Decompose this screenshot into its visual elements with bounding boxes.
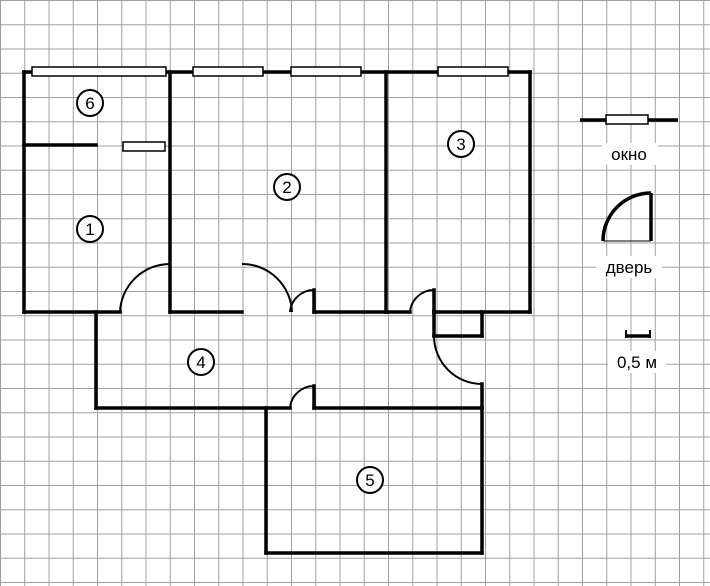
door-room-3 bbox=[409, 288, 435, 313]
window bbox=[437, 66, 509, 77]
legend-backgrounds bbox=[596, 143, 666, 373]
room-number: 2 bbox=[282, 178, 291, 197]
legend-window bbox=[580, 114, 678, 125]
legend-window-label: окно bbox=[611, 145, 647, 164]
windows bbox=[31, 66, 509, 152]
legend-scale-label: 0,5 м bbox=[617, 353, 657, 372]
legend-door-arc bbox=[601, 191, 652, 242]
door-room-1 bbox=[119, 262, 171, 313]
room-marker-1: 1 bbox=[76, 215, 104, 243]
window bbox=[31, 66, 167, 77]
door-niche bbox=[433, 335, 483, 385]
door-room-2 bbox=[241, 262, 293, 313]
room-number: 4 bbox=[196, 353, 205, 372]
room-number: 5 bbox=[365, 471, 374, 490]
room-marker-4: 4 bbox=[187, 348, 215, 376]
legend-window-icon bbox=[605, 114, 649, 125]
legend-door-label: дверь bbox=[606, 258, 653, 277]
doors bbox=[119, 191, 653, 409]
room-marker-3: 3 bbox=[447, 130, 475, 158]
window bbox=[122, 141, 166, 152]
room-marker-2: 2 bbox=[273, 173, 301, 201]
door-room-5 bbox=[289, 384, 315, 409]
window bbox=[290, 66, 362, 77]
room-number: 3 bbox=[456, 135, 465, 154]
room-markers: 6 1 2 3 4 5 bbox=[76, 89, 475, 494]
room-number: 6 bbox=[85, 94, 94, 113]
door-room-2-small bbox=[289, 288, 315, 313]
room-marker-6: 6 bbox=[76, 89, 104, 117]
room-marker-5: 5 bbox=[356, 466, 384, 494]
window bbox=[192, 66, 264, 77]
room-number: 1 bbox=[85, 220, 94, 239]
legend-scale bbox=[625, 330, 651, 338]
